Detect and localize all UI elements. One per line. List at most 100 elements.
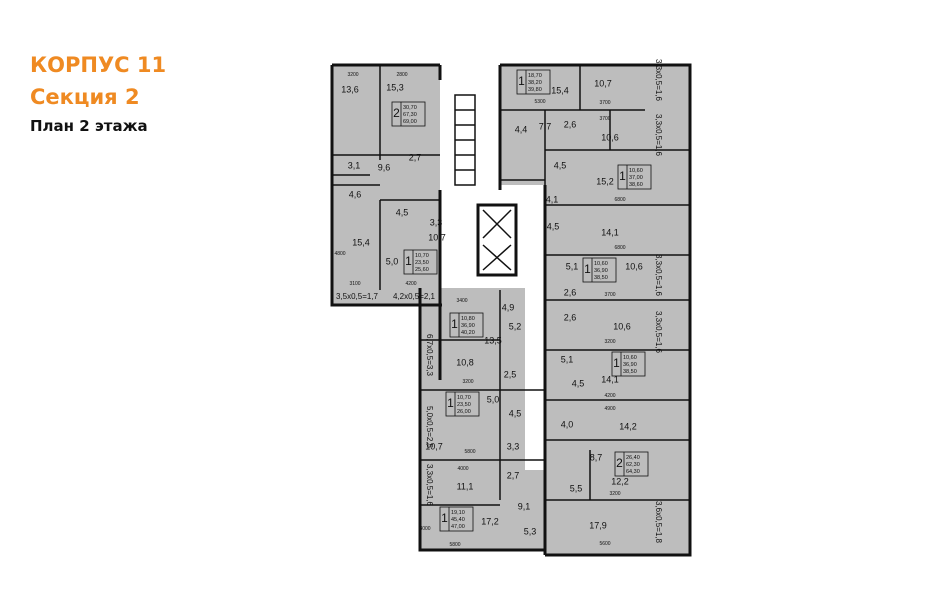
room-area: 5,2: [509, 321, 522, 331]
balcony-area: 3,6x0,5=1,8: [654, 501, 663, 544]
room-area: 10,8: [456, 357, 474, 367]
apartment-room-count: 1: [405, 254, 412, 268]
dimension-label: 4900: [604, 406, 615, 412]
room-area: 4,5: [554, 160, 567, 170]
dimension-label: 3100: [349, 281, 360, 287]
apartment-total-area: 67,30: [403, 112, 417, 118]
balcony-area: 6,7x0,5=3,3: [425, 334, 434, 377]
room-area: 17,2: [481, 516, 499, 526]
balcony-labels: 3,5x0,5=1,7 4,2x0,5=2,1 3,3x0,5=1,6 3,3x0,5…: [336, 59, 663, 544]
apartment-full-area: 38,50: [623, 369, 637, 375]
dimension-label: 6800: [614, 245, 625, 251]
balcony-area: 3,3x0,5=1,6: [654, 59, 663, 102]
apartment-room-count: 1: [613, 356, 620, 370]
room-area: 5,0: [386, 256, 399, 266]
balcony-area: 3,3x0,5=1,6: [654, 114, 663, 157]
dimension-label: 4200: [604, 393, 615, 399]
apartment-total-area: 36,90: [594, 268, 608, 274]
apartment-full-area: 25,60: [415, 267, 429, 273]
dimension-label: 5300: [534, 99, 545, 105]
room-area: 4,5: [396, 207, 409, 217]
room-area: 4,5: [572, 378, 585, 388]
apartment-living-area: 26,40: [626, 455, 640, 461]
room-area: 2,7: [409, 152, 422, 162]
room-area: 15,4: [352, 237, 370, 247]
room-area: 4,1: [546, 194, 559, 204]
dimension-label: 4000: [457, 466, 468, 472]
apartment-living-area: 10,60: [623, 355, 637, 361]
room-area: 14,2: [619, 421, 637, 431]
dimension-label: 5600: [599, 541, 610, 547]
apartment-room-count: 1: [518, 74, 525, 88]
room-area: 13,5: [484, 335, 502, 345]
apartment-room-count: 1: [584, 262, 591, 276]
balcony-area: 4,2x0,5=2,1: [393, 292, 436, 301]
apartment-living-area: 10,80: [461, 316, 475, 322]
apartment-total-area: 23,50: [457, 402, 471, 408]
room-area: 5,3: [524, 526, 537, 536]
room-area: 2,6: [564, 119, 577, 129]
balcony-area: 3,3x0,5=1,6: [654, 311, 663, 354]
apartment-total-area: 23,50: [415, 260, 429, 266]
room-area: 17,9: [589, 520, 607, 530]
room-area: 10,6: [601, 132, 619, 142]
dimension-label: 3200: [609, 491, 620, 497]
room-area: 15,2: [596, 176, 614, 186]
apartment-room-count: 2: [616, 456, 623, 470]
room-area: 10,7: [425, 441, 443, 451]
room-area: 5,1: [561, 354, 574, 364]
apartment-room-count: 1: [619, 169, 626, 183]
room-area: 11,1: [457, 481, 474, 491]
apartment-living-area: 10,70: [415, 253, 429, 259]
room-area: 14,1: [601, 374, 619, 384]
apartment-full-area: 64,30: [626, 469, 640, 475]
apartment-total-area: 62,30: [626, 462, 640, 468]
dimension-label: 6800: [614, 197, 625, 203]
room-area: 4,5: [547, 221, 560, 231]
apartment-room-count: 2: [393, 106, 400, 120]
room-area: 2,6: [564, 312, 577, 322]
dimension-label: 3400: [456, 298, 467, 304]
apartment-full-area: 38,50: [594, 275, 608, 281]
room-area: 3,3: [507, 441, 520, 451]
building-title: КОРПУС 11: [30, 53, 167, 77]
apartment-room-count: 1: [447, 396, 454, 410]
balcony-area: 3,3x0,5=1,6: [425, 464, 434, 507]
room-area: 15,3: [386, 82, 404, 92]
apartment-living-area: 10,60: [594, 261, 608, 267]
apartment-full-area: 38,60: [629, 182, 643, 188]
room-area: 4,0: [561, 419, 574, 429]
dimension-label: 2800: [396, 72, 407, 78]
room-area: 7,7: [539, 121, 552, 131]
room-area: 4,6: [349, 189, 362, 199]
room-area: 2,5: [504, 369, 517, 379]
apartment-living-area: 18,70: [528, 73, 542, 79]
apartment-full-area: 47,00: [451, 524, 465, 530]
dimension-label: 3700: [599, 100, 610, 106]
floor-plan-title: План 2 этажа: [30, 117, 148, 135]
room-area: 9,1: [518, 501, 531, 511]
apartment-room-count: 1: [441, 511, 448, 525]
room-area: 9,6: [378, 162, 391, 172]
apartment-living-area: 30,70: [403, 105, 417, 111]
balcony-area: 3,5x0,5=1,7: [336, 292, 379, 301]
dimension-label: 4800: [334, 251, 345, 257]
dimension-label: 3200: [347, 72, 358, 78]
apartment-full-area: 39,80: [528, 87, 542, 93]
apartment-room-count: 1: [451, 317, 458, 331]
room-area: 10,6: [613, 321, 631, 331]
room-area: 10,6: [625, 261, 643, 271]
room-area: 15,4: [551, 85, 569, 95]
room-area: 4,9: [502, 302, 515, 312]
